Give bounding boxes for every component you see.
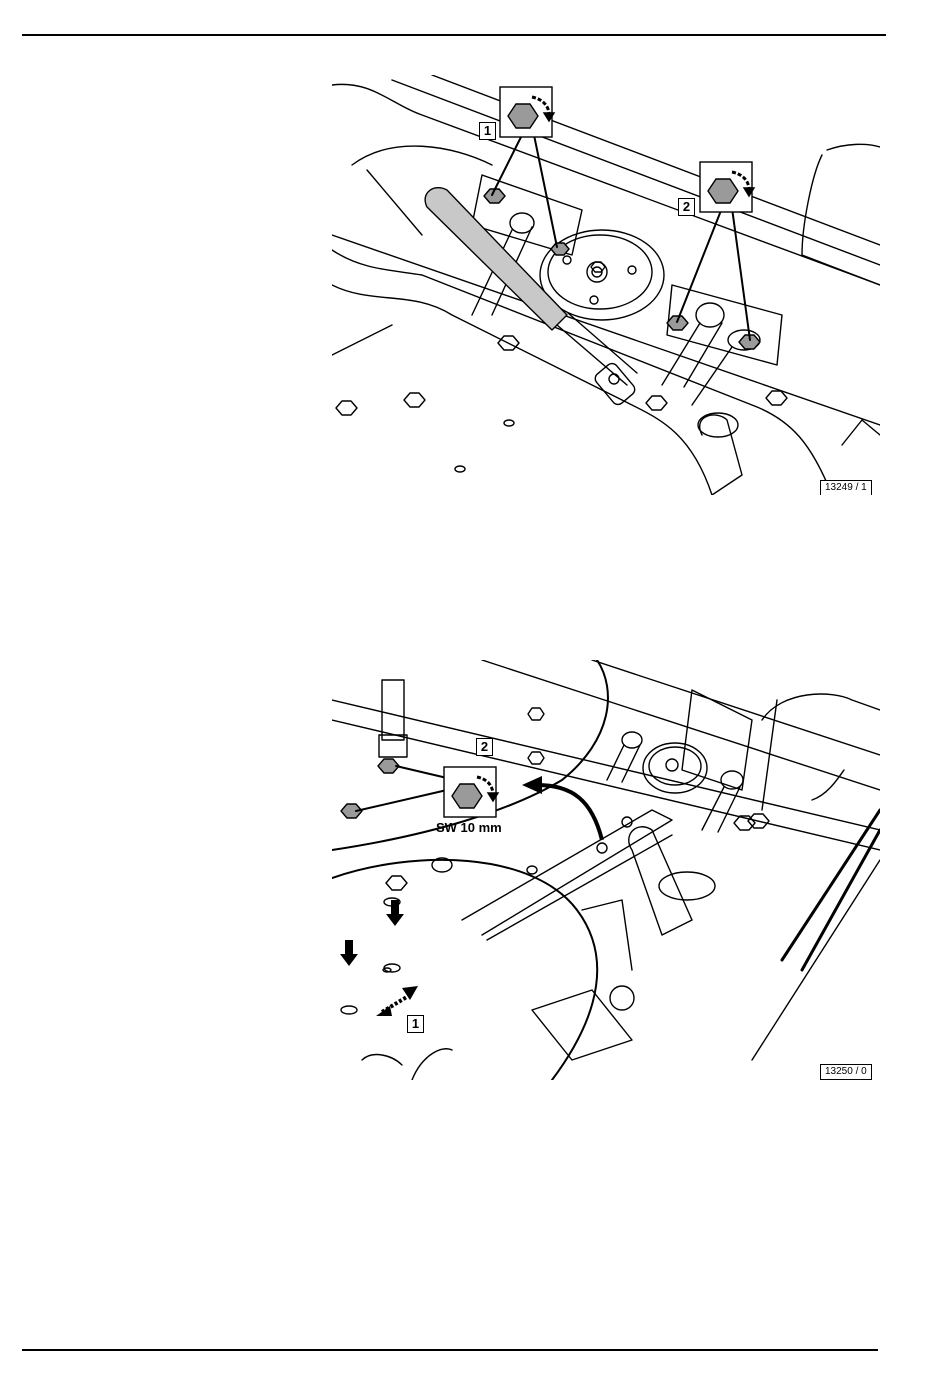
callout-2: 2: [678, 198, 695, 216]
figure-number: 13249 / 1: [820, 480, 872, 495]
callout-1: 1: [407, 1015, 424, 1033]
header-rule: [22, 34, 886, 36]
wrench-size-label: SW 10 mm: [436, 820, 502, 835]
figure-bottom: 2 1 SW 10 mm 13250 / 0: [332, 660, 880, 1080]
hex-bolt-tighten-icon: [500, 87, 554, 137]
callout-1: 1: [479, 122, 496, 140]
figure-number: 13250 / 0: [820, 1064, 872, 1080]
direction-arrow-icon: [537, 785, 602, 840]
callout-2: 2: [476, 738, 493, 756]
figure-top: 1 2 13249 / 1: [332, 75, 880, 495]
footer-rule: [22, 1349, 878, 1351]
figure-top-drawing: [332, 75, 880, 495]
